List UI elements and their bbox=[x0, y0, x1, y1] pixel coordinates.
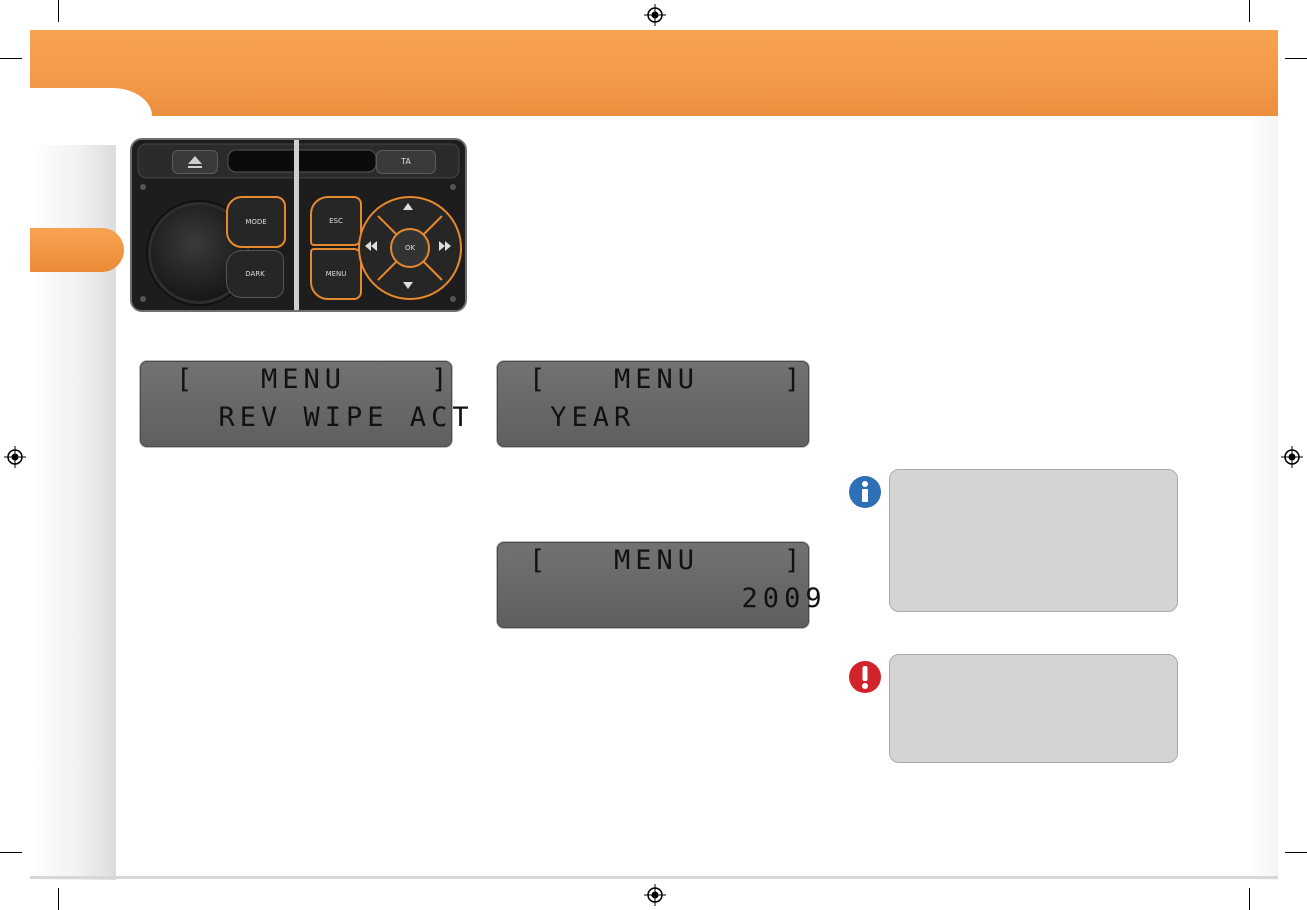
crop-mark bbox=[58, 888, 59, 910]
registration-mark-icon bbox=[644, 884, 666, 906]
crop-mark bbox=[0, 852, 22, 853]
ta-label: TA bbox=[401, 157, 411, 166]
registration-mark-icon bbox=[1281, 446, 1303, 468]
header-band bbox=[30, 30, 1278, 116]
screw bbox=[450, 184, 456, 190]
ta-button[interactable]: TA bbox=[376, 150, 436, 174]
info-note-box bbox=[889, 469, 1178, 612]
crop-mark bbox=[1285, 58, 1307, 59]
esc-button[interactable]: ESC bbox=[310, 196, 362, 246]
ok-button[interactable]: OK bbox=[390, 228, 430, 268]
screw bbox=[140, 184, 146, 190]
crop-mark bbox=[1249, 0, 1250, 22]
screw bbox=[140, 296, 146, 302]
ok-label: OK bbox=[404, 244, 416, 252]
arrow-up-icon[interactable] bbox=[402, 202, 414, 212]
bottom-rule bbox=[30, 876, 1278, 879]
crop-mark bbox=[1249, 888, 1250, 910]
page-right-edge bbox=[1248, 116, 1278, 880]
arrow-down-icon[interactable] bbox=[402, 280, 414, 290]
lcd-line-2: YEAR bbox=[529, 402, 636, 433]
lcd-line-2: REV WIPE ACT bbox=[176, 402, 474, 433]
crop-mark bbox=[1285, 852, 1307, 853]
lcd-line-1: [ MENU ] bbox=[529, 364, 806, 395]
menu-button[interactable]: MENU bbox=[310, 248, 362, 300]
eject-icon bbox=[188, 156, 202, 168]
crop-mark bbox=[0, 58, 22, 59]
registration-mark-icon bbox=[644, 4, 666, 26]
header-notch bbox=[30, 88, 152, 116]
warning-note-box bbox=[889, 654, 1178, 763]
lcd-screen-year-value: [ MENU ] 2009 bbox=[497, 542, 822, 628]
warning-icon bbox=[849, 661, 881, 693]
dark-label: DARK bbox=[245, 270, 265, 278]
rewind-icon[interactable] bbox=[364, 240, 378, 252]
lcd-line-1: [ MENU ] bbox=[176, 364, 453, 395]
fast-forward-icon[interactable] bbox=[438, 240, 452, 252]
menu-label: MENU bbox=[325, 270, 347, 278]
lcd-screen-year: [ MENU ] YEAR bbox=[497, 361, 809, 447]
mode-button[interactable]: MODE bbox=[226, 196, 286, 248]
radio-unit: TA MODE DARK ESC MENU OK bbox=[130, 138, 467, 312]
dark-button[interactable]: DARK bbox=[226, 250, 284, 298]
crop-mark bbox=[58, 0, 59, 22]
chapter-tab bbox=[30, 228, 124, 272]
info-icon bbox=[849, 476, 881, 508]
eject-button[interactable] bbox=[172, 150, 218, 174]
registration-mark-icon bbox=[4, 446, 26, 468]
lcd-screen-rev-wipe: [ MENU ] REV WIPE ACT bbox=[140, 361, 469, 447]
lcd-line-1: [ MENU ] bbox=[529, 545, 806, 576]
screw bbox=[450, 296, 456, 302]
mode-label: MODE bbox=[245, 218, 267, 226]
lcd-line-2: 2009 bbox=[529, 583, 827, 614]
esc-label: ESC bbox=[329, 217, 343, 225]
